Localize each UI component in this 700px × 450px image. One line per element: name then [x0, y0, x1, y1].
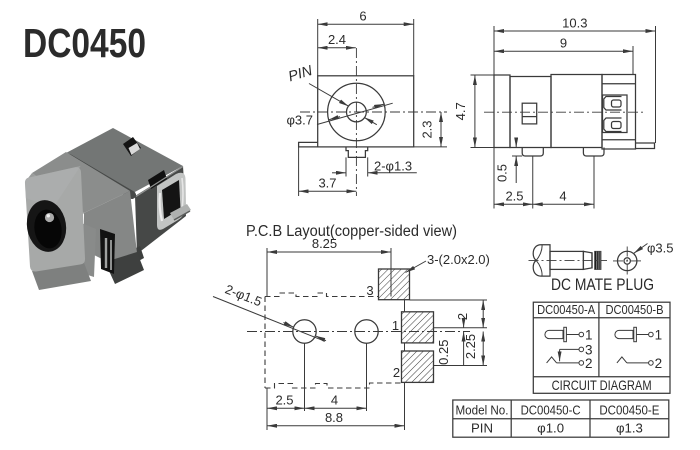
- pcb-dim-pad-pitch: 2.25: [463, 334, 478, 359]
- front-dim-leg: 2-φ1.3: [374, 159, 412, 174]
- side-dim-foot-offset: 2.5: [505, 189, 523, 204]
- pcb-dim-pad-gap: 2: [455, 313, 470, 320]
- circuit-col-a-header: DC00450-A: [537, 302, 595, 317]
- front-label-pin: PIN: [286, 63, 314, 86]
- pcb-pad-3: [377, 268, 411, 301]
- side-view: 10.3 9 4.7 0.5 2.5: [453, 16, 656, 209]
- front-dim-barrel: φ3.7: [287, 113, 314, 128]
- side-flange: [493, 74, 511, 149]
- page-title: DC0450: [23, 20, 146, 66]
- pcb-layout: P.C.B Layout(copper-sided view) 8.25 3 1…: [212, 223, 490, 430]
- pcb-label-holes: 2-φ1.5: [223, 281, 264, 309]
- model-table-header-c: DC00450-C: [521, 402, 581, 417]
- side-dim-body: 9: [560, 36, 567, 51]
- front-dim-tab: 3.7: [318, 176, 336, 191]
- pcb-pad1-number: 1: [392, 318, 399, 333]
- circuit-col-b-header: DC00450-B: [606, 302, 664, 317]
- side-dim-standoff: 0.5: [495, 164, 510, 182]
- front-view: 6 2.4 PIN φ3.7 2.3 3.7 2-φ1.3: [286, 9, 447, 196]
- model-table-header-model: Model No.: [456, 402, 509, 417]
- pcb-pad2-number: 2: [393, 365, 400, 380]
- model-table: Model No. DC00450-C DC00450-E PIN φ1.0 φ…: [452, 399, 670, 438]
- front-solder-leg: [345, 146, 369, 159]
- circuit-table-frame: [532, 301, 671, 394]
- pcb-dim-hole-offset: 2.5: [275, 393, 293, 408]
- circuit-b-symbol: 1 2: [614, 326, 663, 371]
- model-table-header-e: DC00450-E: [599, 402, 659, 417]
- pcb-dim-width: 8.25: [312, 236, 337, 251]
- circuit-a-pin2: 2: [585, 356, 593, 371]
- pcb-pad-1: [400, 311, 435, 344]
- front-dim-width: 6: [359, 9, 366, 24]
- pcb-label-pads: 3-(2.0x2.0): [427, 252, 490, 267]
- circuit-a-symbol: 1 3 2: [544, 326, 593, 371]
- pcb-pad3-number: 3: [366, 283, 373, 298]
- plug-label: DC MATE PLUG: [551, 276, 654, 294]
- mate-plug: φ3.5 DC MATE PLUG: [528, 241, 674, 294]
- plug-dim-dia: φ3.5: [647, 241, 674, 256]
- model-table-value-c: φ1.0: [537, 421, 564, 436]
- circuit-a-pin3: 3: [585, 342, 593, 357]
- front-dim-pin-offset: 2.4: [328, 32, 346, 47]
- side-dim-foot-pitch: 4: [559, 189, 566, 204]
- circuit-b-pin2: 2: [655, 356, 663, 371]
- model-table-value-e: φ1.3: [616, 421, 643, 436]
- circuit-b-pin1: 1: [655, 328, 663, 343]
- pcb-title: P.C.B Layout(copper-sided view): [246, 223, 457, 240]
- product-photo: [24, 128, 191, 290]
- pcb-dim-total: 8.8: [325, 410, 343, 425]
- side-dim-height: 4.7: [453, 102, 468, 120]
- side-dim-total: 10.3: [562, 16, 587, 31]
- pcb-dim-hole-pitch: 4: [331, 393, 338, 408]
- circuit-table: DC00450-A DC00450-B CIRCUIT DIAGRAM 1 3 …: [532, 301, 671, 394]
- pcb-dim-pad-offset: 0.25: [436, 340, 451, 365]
- circuit-a-pin1: 1: [585, 328, 593, 343]
- front-dim-center-height: 2.3: [420, 120, 435, 138]
- circuit-caption: CIRCUIT DIAGRAM: [552, 377, 652, 393]
- model-table-row-label: PIN: [471, 421, 493, 436]
- pcb-pad-2: [400, 350, 435, 384]
- front-mounting-tab: [297, 141, 318, 148]
- front-body-outline: [317, 75, 415, 148]
